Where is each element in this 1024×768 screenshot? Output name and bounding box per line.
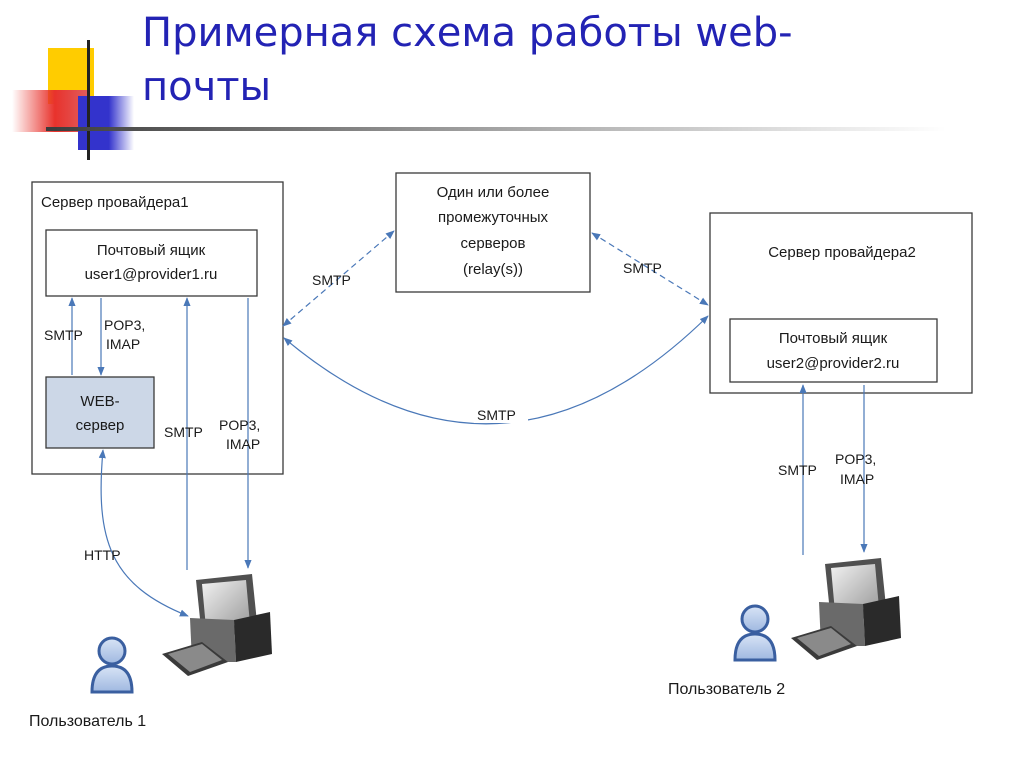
provider1-title: Сервер провайдера1 <box>41 194 189 211</box>
web-server-node: WEB- сервер <box>45 376 155 449</box>
slide-title-line1: Примерная схема работы web- <box>142 10 793 56</box>
label-smtp-user1: SMTP <box>164 424 203 440</box>
label-imap-user2: IMAP <box>840 471 874 487</box>
provider2-mailbox-line2: user2@provider2.ru <box>767 355 900 372</box>
deco-vertical-line <box>87 40 90 160</box>
relay-line4: (relay(s)) <box>463 261 523 278</box>
slide-title: Примерная схема работы web- почты <box>142 6 1002 114</box>
user-icon <box>733 604 777 662</box>
provider2-title: Сервер провайдера2 <box>768 244 916 261</box>
provider2-mailbox-line1: Почтовый ящик <box>779 330 888 347</box>
provider1-mailbox-line2: user1@provider1.ru <box>85 266 218 283</box>
edge-relay-provider2-smtp <box>591 232 709 306</box>
provider1-mailbox-line1: Почтовый ящик <box>97 242 206 259</box>
label-imap-web: IMAP <box>106 336 140 352</box>
title-underline <box>46 127 946 131</box>
label-http: HTTP <box>84 547 121 563</box>
user-icon <box>90 636 134 694</box>
user2-label: Пользователь 2 <box>668 681 785 698</box>
label-smtp-relay-left: SMTP <box>312 272 351 288</box>
label-pop3-user2: POP3, <box>835 451 876 467</box>
provider2-mailbox-node: Почтовый ящик user2@provider2.ru <box>729 318 938 383</box>
relay-servers-node: Один или более промежуточных серверов (r… <box>395 172 591 293</box>
edge-provider1-relay-smtp <box>282 230 395 327</box>
computer-icon <box>791 558 901 660</box>
edge-http-web-user1 <box>98 449 189 617</box>
label-smtp-relay-right: SMTP <box>623 260 662 276</box>
web-server-line2: сервер <box>76 417 125 434</box>
computer-icon <box>162 574 272 676</box>
relay-line3: серверов <box>461 235 526 252</box>
relay-line2: промежуточных <box>438 209 549 226</box>
label-imap-user1: IMAP <box>226 436 260 452</box>
label-smtp-bottom: SMTP <box>477 407 516 423</box>
label-smtp-web: SMTP <box>44 327 83 343</box>
label-smtp-user2: SMTP <box>778 462 817 478</box>
provider1-mailbox-node: Почтовый ящик user1@provider1.ru <box>45 229 258 297</box>
label-pop3-user1: POP3, <box>219 417 260 433</box>
user1-label: Пользователь 1 <box>29 713 146 730</box>
web-server-line1: WEB- <box>80 393 119 410</box>
deco-red-bar <box>12 90 90 132</box>
slide-title-line2: почты <box>142 64 272 110</box>
edge-provider1-provider2-smtp <box>283 315 709 425</box>
label-smtp-bottom-bg <box>474 406 528 423</box>
label-pop3-web: POP3, <box>104 317 145 333</box>
relay-line1: Один или более <box>437 184 550 201</box>
